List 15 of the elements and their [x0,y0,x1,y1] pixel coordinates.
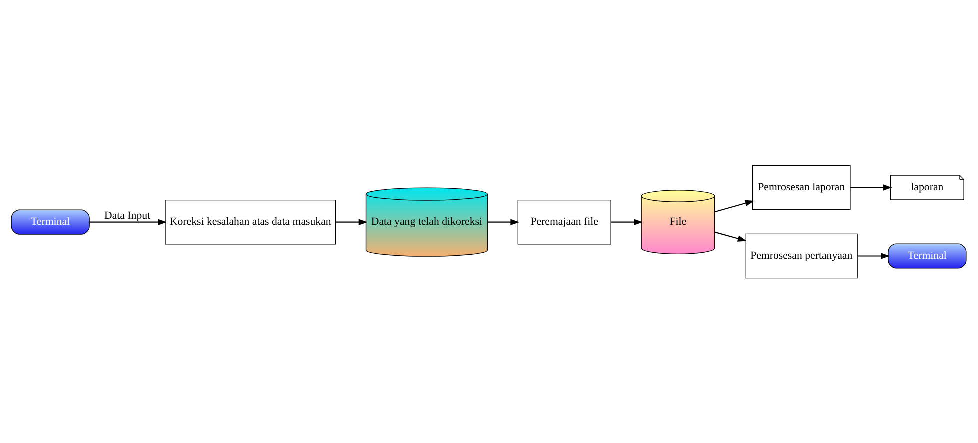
arrow [850,184,892,190]
node-box: Peremajaan file [518,199,612,244]
arrow [714,231,747,242]
arrow [336,218,368,225]
arrow [90,218,168,225]
arrow [858,252,890,259]
node-box: Terminal [11,209,90,234]
node-box: Pemrosesan pertanyaan [745,233,858,278]
node-box: Pemrosesan laporan [752,164,851,210]
arrow [488,218,520,225]
arrow [714,200,754,212]
edge-label: Data Input [104,209,151,222]
node-box: Koreksi kesalahan atas data masukan [165,199,336,244]
arrow [611,218,644,225]
node-box: Terminal [888,243,967,268]
